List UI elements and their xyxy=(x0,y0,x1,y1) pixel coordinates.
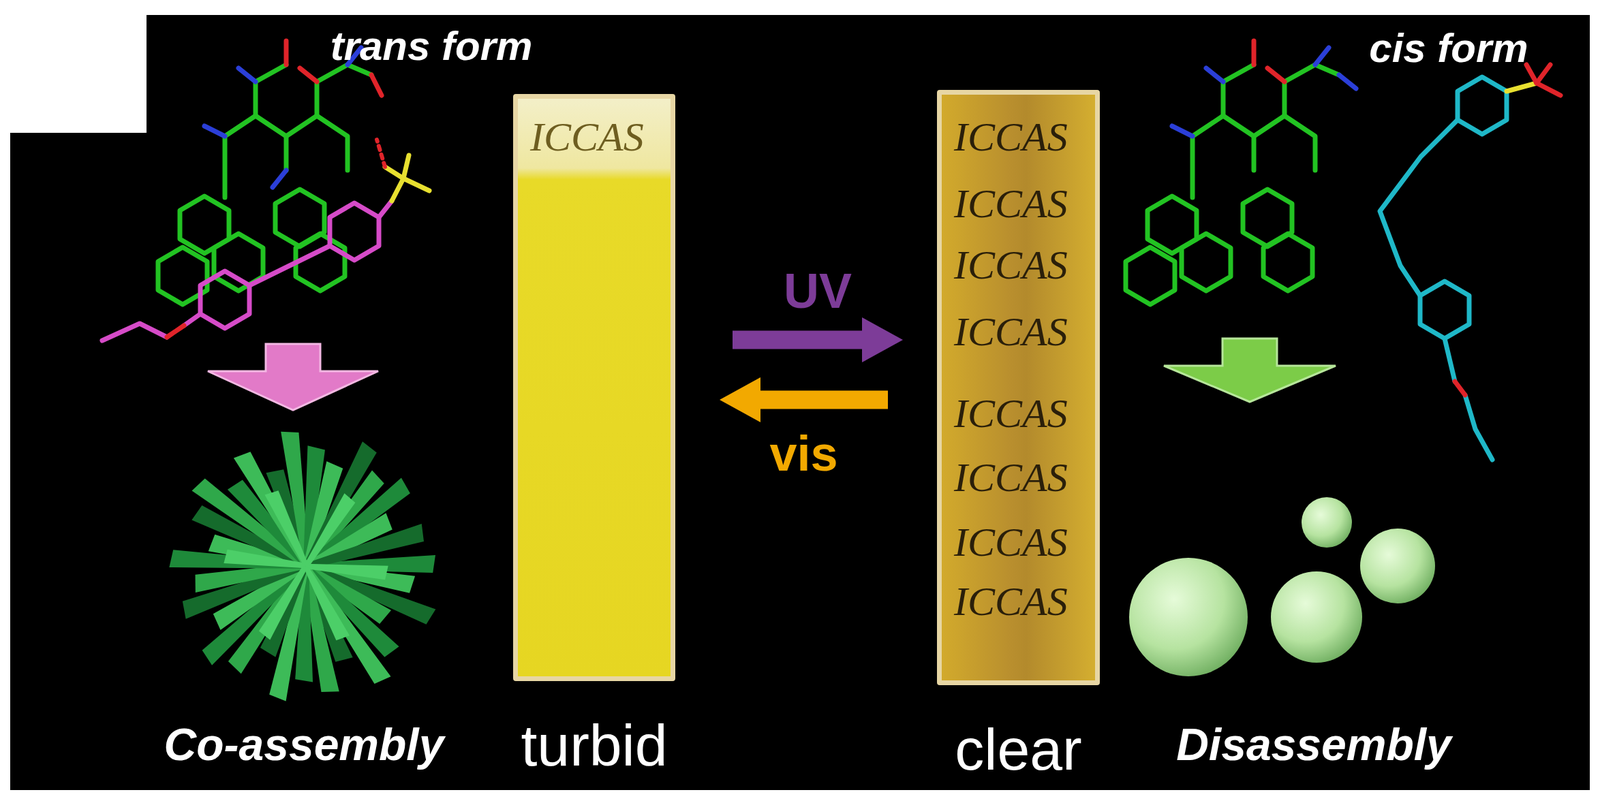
cuvette-backdrop-text: ICCAS xyxy=(954,241,1068,289)
cuvette-backdrop-text: ICCAS xyxy=(530,113,644,161)
state-title: cis form xyxy=(1368,24,1528,72)
arrow-head xyxy=(862,317,903,363)
trans-complex xyxy=(102,40,430,341)
green-down-arrow xyxy=(1163,338,1336,403)
arrow-shaft xyxy=(732,331,863,350)
cuvette-backdrop-text: ICCAS xyxy=(954,390,1068,438)
state-title: trans form xyxy=(330,22,533,70)
white-corner xyxy=(0,0,147,133)
arrow-shaft xyxy=(760,391,888,410)
pink-down-arrow xyxy=(207,344,379,411)
arrow-head xyxy=(719,377,761,423)
cuvette-backdrop-text: ICCAS xyxy=(954,308,1068,356)
clear-cuvette: ICCAS ICCAS ICCAS ICCAS ICCAS ICCAS ICCAS ICCAS… xyxy=(936,89,1100,686)
cuvette-backdrop-text: ICCAS xyxy=(954,454,1068,502)
light-switch-arrow xyxy=(732,317,903,363)
sample-state-label: turbid xyxy=(520,712,668,780)
light-switch-arrow xyxy=(719,377,888,423)
cuvette-backdrop-text: ICCAS xyxy=(954,578,1068,626)
stimulus-label: UV xyxy=(783,263,852,319)
vesicles xyxy=(1129,497,1436,677)
process-caption: Disassembly xyxy=(1176,718,1452,771)
cuvette-backdrop-text: ICCAS xyxy=(954,180,1068,228)
stimulus-label: vis xyxy=(769,425,838,482)
sample-state-label: clear xyxy=(954,716,1082,784)
fiber-bundle xyxy=(168,429,436,702)
cuvette-backdrop-text: ICCAS xyxy=(954,519,1068,567)
turbid-cuvette: ICCASturbid xyxy=(513,94,676,682)
cis-components xyxy=(1125,40,1561,460)
cuvette-backdrop-text: ICCAS xyxy=(954,113,1068,161)
process-caption: Co-assembly xyxy=(164,718,445,771)
